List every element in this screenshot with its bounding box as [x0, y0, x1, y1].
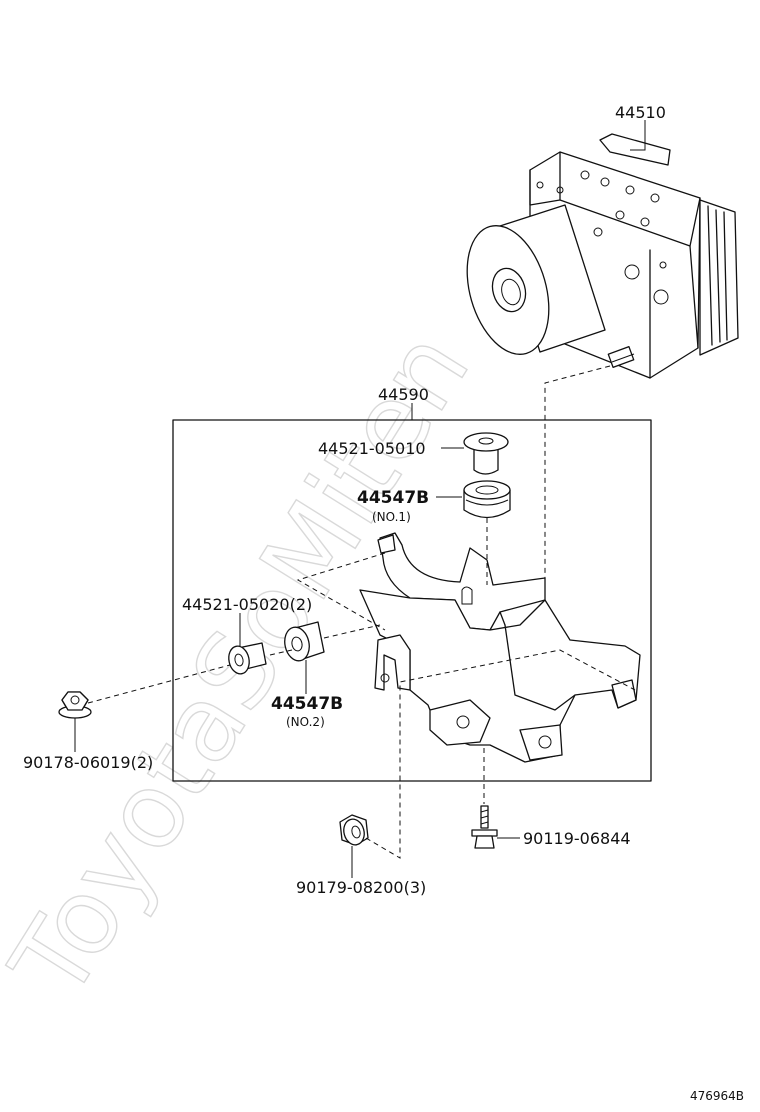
- label-kit: 44590: [378, 385, 429, 404]
- label-collar-no2: 44521-05020(2): [182, 595, 312, 614]
- figure-number: 476964B: [690, 1089, 744, 1103]
- flange-nut-bottom-illustration: [339, 814, 369, 846]
- label-cushion-no1: 44547B: [357, 488, 429, 508]
- cushion-no1-illustration: [463, 480, 511, 519]
- collar-no1-illustration: [463, 432, 509, 475]
- label-cushion-no2: 44547B: [271, 694, 343, 714]
- flange-nut-left-illustration: [58, 691, 92, 719]
- label-nut-bottom: 90179-08200(3): [296, 878, 426, 897]
- label-cushion-no1-sub: (NO.1): [372, 510, 411, 524]
- collar-no2-illustration: [228, 642, 267, 675]
- label-actuator: 44510: [615, 103, 666, 122]
- assembly-guide-lines: [87, 365, 636, 859]
- label-nut-left: 90178-06019(2): [23, 753, 153, 772]
- label-collar-no1: 44521-05010: [318, 439, 426, 458]
- label-bolt-right: 90119-06844: [523, 829, 631, 848]
- label-leader-lines: [74, 120, 646, 878]
- bolt-right-illustration: [471, 805, 498, 849]
- cushion-no2-illustration: [284, 621, 325, 662]
- mounting-bracket-illustration: [359, 532, 641, 763]
- label-cushion-no2-sub: (NO.2): [286, 715, 325, 729]
- abs-actuator-illustration: [466, 133, 739, 379]
